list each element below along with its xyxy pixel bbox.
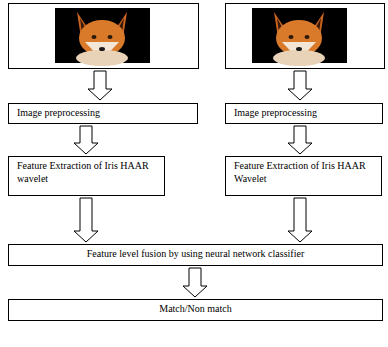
block-arrow <box>88 71 112 100</box>
box-label: Image preprocessing <box>17 107 191 120</box>
block-arrow <box>288 71 312 100</box>
block-arrow <box>183 268 207 297</box>
block-arrow <box>288 126 312 154</box>
process-box: Feature Extraction of Iris HAAR Wavelet <box>225 156 382 196</box>
fox-picture-left <box>9 4 199 69</box>
box-label: Feature level fusion by using neural net… <box>15 248 376 261</box>
block-arrow <box>74 126 98 154</box>
process-box: Feature level fusion by using neural net… <box>8 244 383 266</box>
process-box: Image preprocessing <box>8 103 198 124</box>
box-label: Image preprocessing <box>234 107 376 120</box>
box-label: Feature Extraction of Iris HAAR Wavelet <box>234 160 375 185</box>
box-label: Feature Extraction of Iris HAAR wavelet <box>17 160 158 185</box>
block-arrow <box>74 198 98 242</box>
block-arrow <box>288 198 312 242</box>
process-box: Feature Extraction of Iris HAAR wavelet <box>8 156 165 196</box>
process-box: Image preprocessing <box>225 103 383 124</box>
process-box: Match/Non match <box>8 299 383 321</box>
fox-picture-right <box>226 4 385 69</box>
box-label: Match/Non match <box>15 303 376 316</box>
